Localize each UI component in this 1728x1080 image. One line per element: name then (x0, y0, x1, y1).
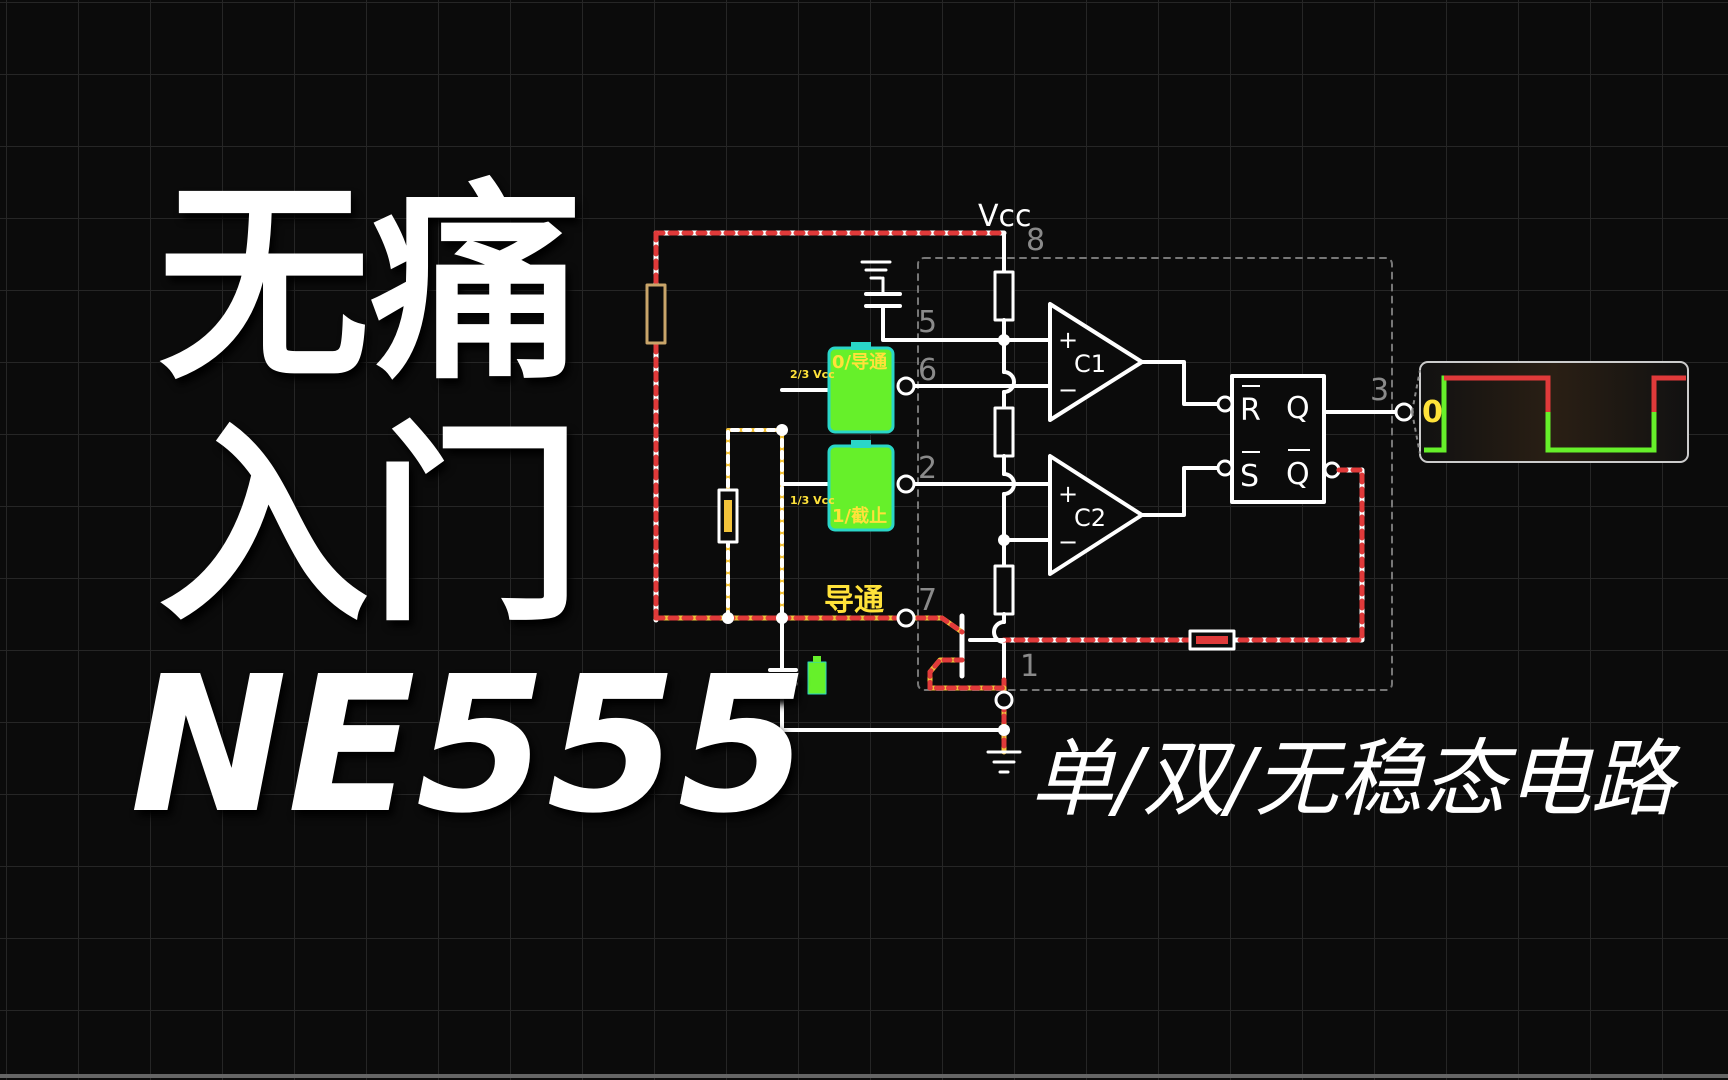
battery-bottom-state: 1/截止 (832, 505, 887, 527)
c2-label: C2 (1074, 504, 1106, 532)
vcc-label: Vcc (978, 199, 1032, 234)
pin2-terminal (896, 474, 916, 494)
discharge-state: 导通 (824, 583, 884, 618)
pin8-label: 8 (1026, 223, 1045, 258)
comparator-c2 (1048, 454, 1144, 576)
transistor-icon (903, 613, 1007, 691)
pin6-label: 6 (918, 353, 937, 388)
output-scope: 0 (1411, 361, 1689, 463)
pin5-label: 5 (918, 305, 937, 340)
pin3-label: 3 (1370, 373, 1389, 408)
chip-outline (917, 257, 1393, 691)
title-line1: 无痛 (158, 161, 582, 408)
resistor-icon (993, 564, 1015, 616)
c1-minus: − (1058, 376, 1078, 404)
pin7-terminal (896, 608, 916, 628)
title-line2: 入门 (158, 403, 582, 650)
pin1-label: 1 (1020, 649, 1039, 684)
pin2-label: 2 (918, 451, 937, 486)
battery-icon (807, 661, 827, 695)
ground-icon (986, 750, 1022, 774)
ff-q: Q (1286, 391, 1310, 426)
ff-qbar: Q (1286, 457, 1310, 492)
comparator-c1 (1048, 302, 1144, 422)
battery-bottom (827, 440, 895, 532)
title-block: 无痛 入门 NE555 (130, 161, 808, 855)
ground-icon (860, 260, 892, 280)
pin7-label: 7 (918, 583, 937, 618)
resistor-icon (993, 270, 1015, 322)
c2-plus: + (1058, 480, 1078, 508)
output-value: 0 (1422, 395, 1443, 430)
c1-plus: + (1058, 326, 1078, 354)
c1-label: C1 (1074, 350, 1106, 378)
pin6-terminal (896, 376, 916, 396)
circuit (645, 230, 1414, 774)
c2-minus: − (1058, 528, 1078, 556)
battery-bottom-ref: 1/3 Vcc (790, 494, 835, 507)
subtitle: 单/双/无稳态电路 (1030, 730, 1681, 828)
title-line3: NE555 (130, 636, 808, 855)
resistor-icon (645, 283, 667, 345)
resistor-icon (993, 406, 1015, 458)
battery-top-ref: 2/3 Vcc (790, 368, 835, 381)
ff-s: S (1240, 459, 1259, 494)
pin1-terminal (994, 690, 1014, 710)
battery-top-state: 0/导通 (832, 352, 887, 373)
battery-top (827, 342, 895, 434)
flipflop (1230, 374, 1326, 504)
ff-r: R (1240, 393, 1261, 428)
